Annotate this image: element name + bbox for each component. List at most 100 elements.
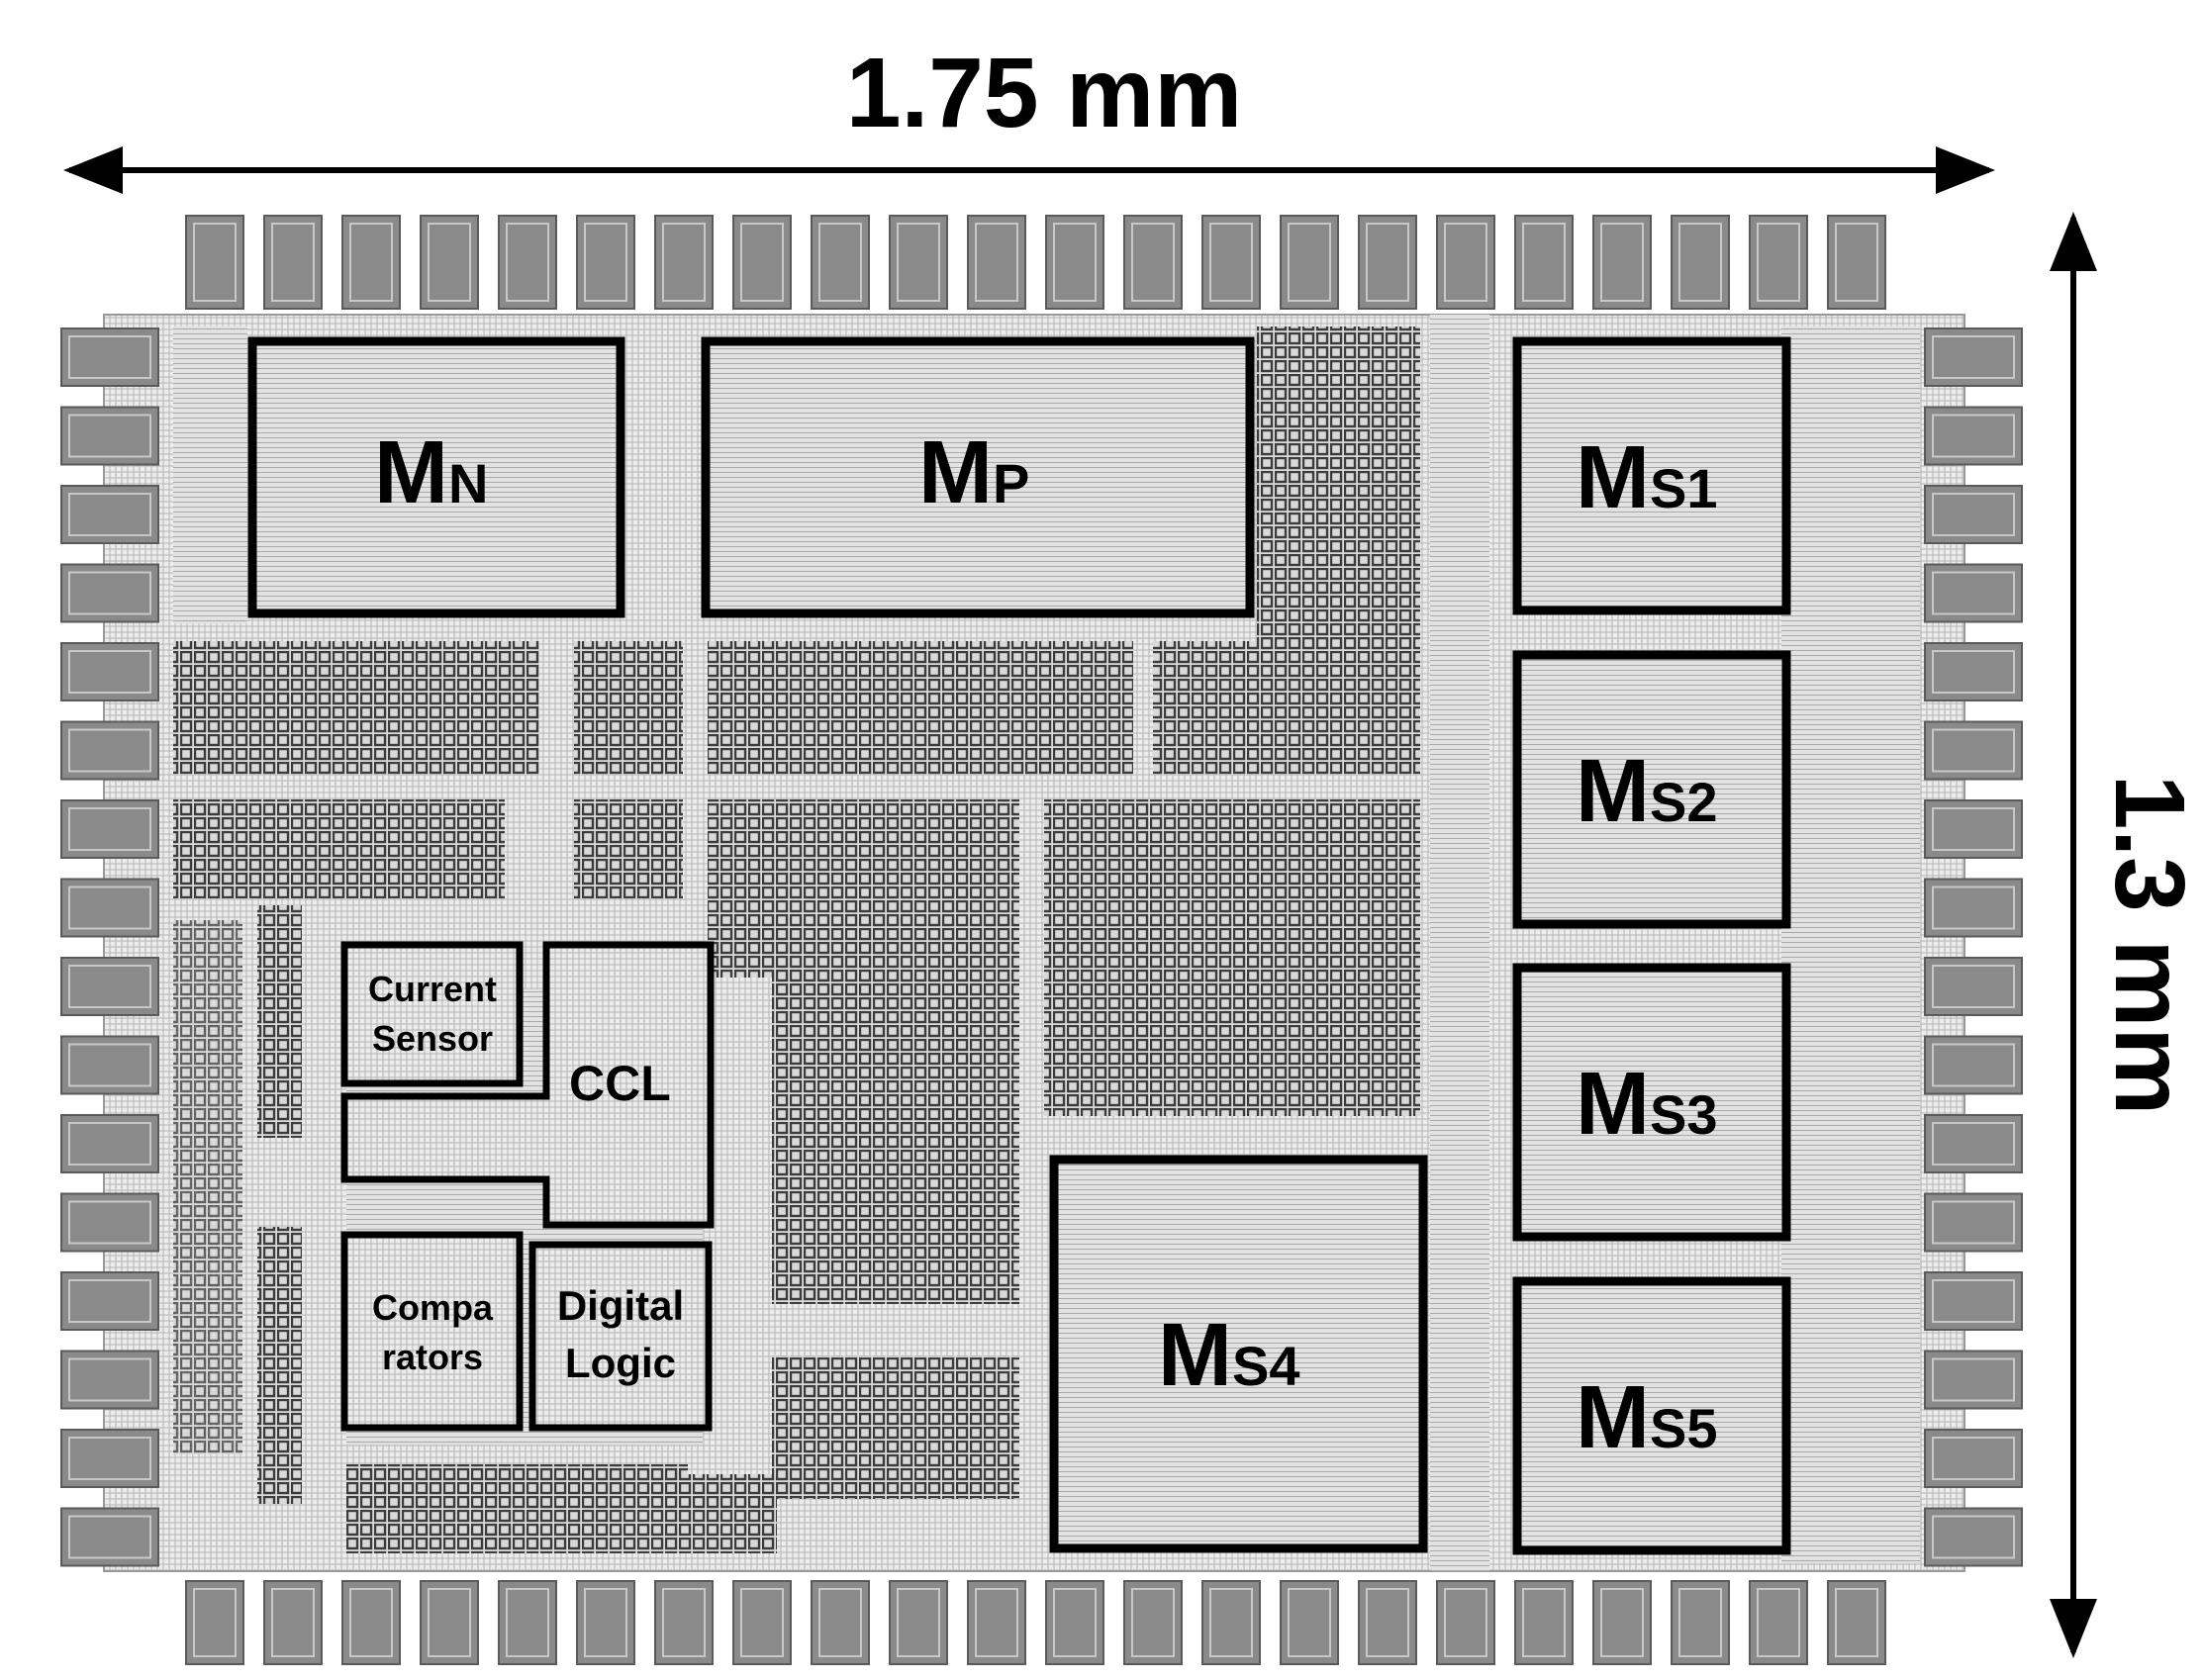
- io-pad: [1592, 215, 1652, 310]
- io-pad-inner: [68, 1279, 151, 1323]
- current-sensor-label-2: Sensor: [372, 1018, 493, 1059]
- io-pad: [1924, 563, 2023, 623]
- io-pad-inner: [1444, 223, 1487, 302]
- io-pad-inner: [68, 728, 151, 773]
- io-pad-inner: [818, 223, 862, 302]
- io-pad: [60, 799, 159, 859]
- io-pad-inner: [428, 223, 471, 302]
- io-pad: [1749, 215, 1808, 310]
- io-pad: [1514, 215, 1574, 310]
- io-pad: [1924, 1192, 2023, 1253]
- io-pad-inner: [1053, 223, 1097, 302]
- io-pad: [1924, 1271, 2023, 1331]
- io-pad-inner: [1678, 1588, 1722, 1657]
- io-pad: [60, 720, 159, 781]
- io-pad-inner: [1209, 1588, 1253, 1657]
- io-pad-inner: [1757, 223, 1800, 302]
- io-pad-inner: [506, 1588, 549, 1657]
- io-pad-inner: [1835, 223, 1878, 302]
- io-pad-inner: [68, 1043, 151, 1087]
- io-pad-inner: [1932, 728, 2015, 773]
- io-pad-inner: [1932, 414, 2015, 458]
- io-pad-inner: [1209, 223, 1253, 302]
- ccl-outline: [340, 941, 715, 1229]
- io-pad-inner: [68, 414, 151, 458]
- io-pad: [498, 1580, 557, 1665]
- io-pad-inner: [1053, 1588, 1097, 1657]
- power-transistor-blocks: MN MP MS1 MS2 MS3 MS4 MS5: [247, 336, 1791, 1555]
- comparators-label-1: Compa: [372, 1287, 494, 1328]
- io-pad: [60, 485, 159, 544]
- io-pad: [1924, 878, 2023, 938]
- io-pad: [1123, 1580, 1183, 1665]
- io-pad-inner: [68, 886, 151, 930]
- io-pad: [1280, 1580, 1339, 1665]
- io-pad-inner: [1600, 223, 1644, 302]
- io-pad: [1045, 215, 1104, 310]
- comparators-outline: [340, 1231, 524, 1432]
- io-pad: [732, 1580, 792, 1665]
- io-pad-inner: [1932, 965, 2015, 1008]
- ccl-label: CCL: [569, 1056, 671, 1111]
- io-pad: [1924, 327, 2023, 387]
- io-pad: [1123, 215, 1183, 310]
- io-pad: [498, 215, 557, 310]
- io-pads: [60, 215, 2023, 1665]
- block-ms3-label: MS3: [1576, 1055, 1717, 1154]
- io-pad-inner: [1600, 1588, 1644, 1657]
- block-ms2-label: MS2: [1576, 742, 1717, 841]
- io-pad-inner: [1932, 1122, 2015, 1166]
- digital-logic-label-2: Logic: [565, 1340, 676, 1386]
- io-pad-inner: [68, 650, 151, 694]
- io-pad: [263, 215, 323, 310]
- io-pad: [889, 215, 948, 310]
- io-pad: [341, 1580, 401, 1665]
- io-pad-inner: [897, 1588, 940, 1657]
- io-pad: [60, 957, 159, 1016]
- io-pad: [1924, 485, 2023, 544]
- io-pad: [1924, 799, 2023, 859]
- current-sensor-label-1: Current: [368, 969, 497, 1009]
- io-pad-inner: [740, 223, 784, 302]
- io-pad: [60, 327, 159, 387]
- io-pad: [1924, 1507, 2023, 1567]
- io-pad: [1924, 957, 2023, 1016]
- io-pad-inner: [1366, 223, 1409, 302]
- io-pad: [60, 1429, 159, 1488]
- io-pad-inner: [1288, 1588, 1331, 1657]
- io-pad-inner: [897, 223, 940, 302]
- io-pad-inner: [193, 1588, 237, 1657]
- io-pad-inner: [1932, 335, 2015, 379]
- io-pad-inner: [68, 1515, 151, 1559]
- io-pad: [60, 878, 159, 938]
- io-pad: [1671, 215, 1730, 310]
- io-pad-inner: [1522, 1588, 1566, 1657]
- block-ms2: MS2: [1512, 650, 1791, 929]
- io-pad: [60, 1271, 159, 1331]
- io-pad-inner: [662, 223, 706, 302]
- io-pad: [967, 1580, 1026, 1665]
- io-pad-inner: [584, 223, 627, 302]
- io-pad-inner: [428, 1588, 471, 1657]
- io-pad-inner: [1932, 1437, 2015, 1480]
- io-pad-inner: [662, 1588, 706, 1657]
- io-pad-inner: [975, 223, 1018, 302]
- io-pad-inner: [740, 1588, 784, 1657]
- block-ms5: MS5: [1512, 1276, 1791, 1555]
- io-pad-inner: [271, 223, 315, 302]
- io-pad-inner: [1932, 571, 2015, 615]
- io-pad-inner: [68, 1122, 151, 1166]
- io-pad: [576, 215, 635, 310]
- io-pad-inner: [349, 1588, 393, 1657]
- block-ms1: MS1: [1512, 336, 1791, 615]
- io-pad-inner: [1131, 1588, 1175, 1657]
- block-ms1-label: MS1: [1576, 428, 1717, 527]
- io-pad: [1924, 1035, 2023, 1095]
- io-pad: [1749, 1580, 1808, 1665]
- io-pad-inner: [193, 223, 237, 302]
- io-pad-inner: [1932, 493, 2015, 536]
- io-pad: [1671, 1580, 1730, 1665]
- io-pad-inner: [1288, 223, 1331, 302]
- io-pad: [60, 1507, 159, 1567]
